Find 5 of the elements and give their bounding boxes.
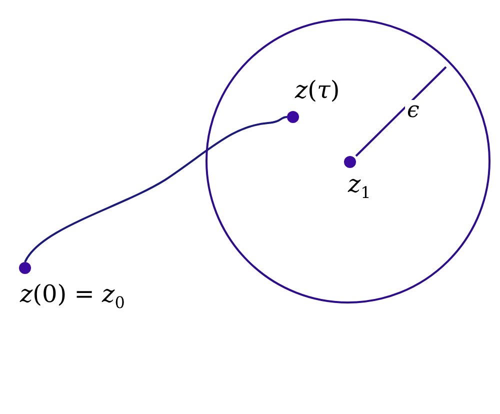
radius-line [355,66,447,157]
curve-path [24,116,288,263]
point-label: z(0) = z$_{0}$ [20,282,125,311]
point-label: z$_{1}$ [348,172,371,201]
point-label: z(τ) [295,78,340,102]
